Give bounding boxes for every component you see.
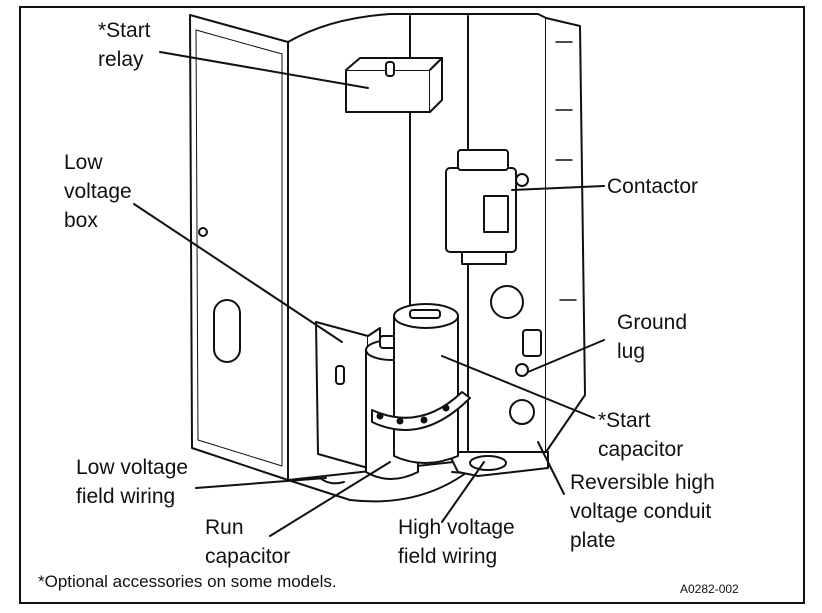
start-relay-part	[345, 57, 443, 113]
label-low-voltage-field-wiring: Low voltage field wiring	[76, 456, 189, 508]
capacitor-strap	[371, 391, 471, 431]
label-ground-lug: Ground lug	[617, 311, 688, 363]
figure-code: A0282-002	[680, 582, 739, 596]
start-capacitor-part	[393, 303, 459, 464]
side-panel	[189, 14, 300, 481]
contactor-part	[445, 149, 529, 265]
label-run-capacitor: Run capacitor	[205, 516, 291, 568]
label-start-capacitor: *Start capacitor	[598, 409, 684, 461]
ground-lug-part	[490, 285, 542, 425]
leader-lines	[133, 51, 605, 537]
label-low-voltage-box: Low voltage box	[64, 151, 132, 232]
footnote: *Optional accessories on some models.	[38, 572, 337, 591]
label-contactor: Contactor	[607, 175, 699, 198]
label-high-voltage-field-wiring: High voltage field wiring	[398, 516, 515, 568]
floor-plate	[287, 451, 549, 503]
label-start-relay: *Start relay	[98, 19, 151, 71]
label-reversible-plate: Reversible high voltage conduit plate	[570, 471, 715, 552]
